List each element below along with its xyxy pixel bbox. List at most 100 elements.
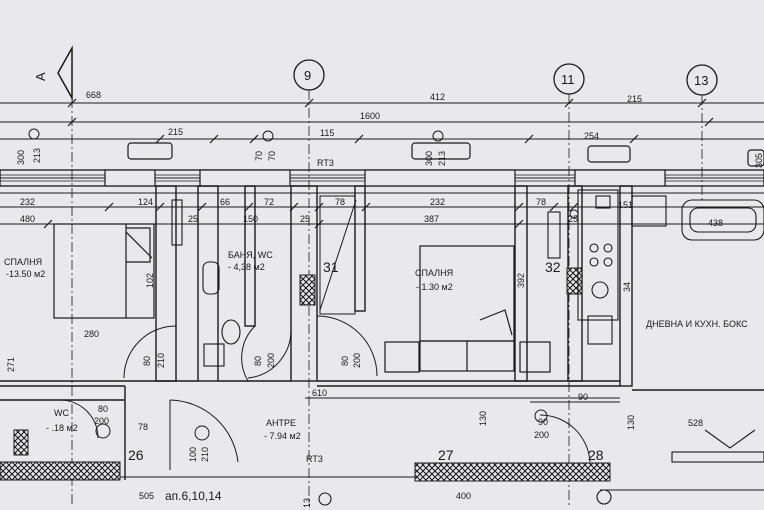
room-name-hall: АНТРЕ <box>266 418 296 428</box>
dim-80-d: 80 <box>98 404 108 414</box>
dim-392: 392 <box>516 273 526 288</box>
dim-102: 102 <box>145 273 155 288</box>
grid-axis-label: 9 <box>304 68 311 83</box>
dim-130-a: 130 <box>478 411 488 426</box>
bathroom-fixtures <box>171 199 561 367</box>
dim-78-b: 78 <box>536 197 546 207</box>
dim-80-c: 80 <box>340 356 350 366</box>
tags: RT3 RT3 <box>306 158 334 464</box>
dim-505: 505 <box>139 491 154 501</box>
room-name-bedroom-middle: СПАЛНЯ <box>415 268 453 278</box>
dim-438: 438 <box>708 218 723 228</box>
tag-rt3-top: RT3 <box>317 158 334 168</box>
dim-151: 151 <box>618 200 633 210</box>
bed-middle <box>384 245 551 373</box>
dimension-lines <box>0 102 764 478</box>
grid-axis-label: 13 <box>694 73 708 88</box>
room-name-wc: WC <box>54 408 69 418</box>
dim-70-a: 70 <box>254 151 264 161</box>
dim-528: 528 <box>688 418 703 428</box>
grid-axis-label: 11 <box>561 72 575 87</box>
room-number-26: 26 <box>128 447 144 463</box>
dim-610: 610 <box>312 388 327 398</box>
section-label: A <box>33 72 48 81</box>
dim-200-b: 200 <box>352 353 362 368</box>
wardrobe-31 <box>319 195 357 315</box>
dim-213-mid: 213 <box>437 151 447 166</box>
exterior-wall-top <box>0 169 764 187</box>
dim-387: 387 <box>424 214 439 224</box>
dim-34: 34 <box>622 282 632 292</box>
dim-232-mid: 232 <box>430 197 445 207</box>
room-number-31: 31 <box>323 259 339 275</box>
room-area-hall: - 7.94 м2 <box>264 431 301 441</box>
dim-90-a: 90 <box>578 392 588 402</box>
dim-72: 72 <box>264 197 274 207</box>
dim-115: 115 <box>320 128 334 138</box>
room-numbers: 31 32 26 27 28 13 <box>128 259 604 508</box>
dim-78-c: 78 <box>138 422 148 432</box>
dim-300-mid: 300 <box>424 151 434 166</box>
room-number-27: 27 <box>438 447 454 463</box>
dim-100: 100 <box>188 447 198 462</box>
dim-400: 400 <box>456 491 471 501</box>
dim-200-d: 200 <box>94 416 109 426</box>
room-name-living: ДНЕВНА И КУХН. БОКС <box>646 319 748 329</box>
section-marker-a: A <box>33 45 73 101</box>
bed-left <box>53 223 155 319</box>
dim-668: 668 <box>86 90 101 100</box>
room-area-bedroom-middle: - 1.30 м2 <box>416 282 453 292</box>
dim-480: 480 <box>20 214 35 224</box>
room-area-bedroom-left: -13.50 м2 <box>6 269 45 279</box>
grid-axis-11: 11 <box>553 63 585 95</box>
dim-200-c: 200 <box>534 430 549 440</box>
dim-25-b: 25 <box>300 214 310 224</box>
room-labels: СПАЛНЯ -13.50 м2 БАНЯ, WC - 4,38 м2 СПАЛ… <box>4 250 748 441</box>
dim-215: 215 <box>168 127 183 137</box>
dim-78-a: 78 <box>335 197 345 207</box>
dim-130-b: 130 <box>626 415 636 430</box>
dim-210-b: 210 <box>200 447 210 462</box>
dim-25-a: 25 <box>188 214 198 224</box>
apartment-caption: ап.6,10,14 <box>165 489 222 503</box>
dim-232-left: 232 <box>20 197 35 207</box>
dim-215-right: 215 <box>627 94 642 104</box>
dim-200-a: 200 <box>266 353 276 368</box>
interior-walls <box>0 185 764 480</box>
dim-271: 271 <box>6 357 16 372</box>
dimension-labels: 668 412 215 1600 215 115 254 300 213 70 … <box>6 90 764 501</box>
dimension-ticks <box>43 98 714 229</box>
dim-254: 254 <box>584 131 599 141</box>
staircase-arrow <box>318 429 764 506</box>
dim-280: 280 <box>84 329 99 339</box>
dim-1600: 1600 <box>360 111 380 121</box>
radiators <box>127 142 764 167</box>
dim-300-left: 300 <box>16 150 26 165</box>
dim-90-b: 90 <box>538 417 548 427</box>
dim-124: 124 <box>138 197 153 207</box>
room-name-bathroom: БАНЯ, WC <box>228 250 273 260</box>
room-area-bathroom: - 4,38 м2 <box>228 262 265 272</box>
dim-70-b: 70 <box>267 151 277 161</box>
dim-80-a: 80 <box>142 356 152 366</box>
room-number-13: 13 <box>302 498 312 508</box>
door-swings <box>59 315 591 470</box>
room-area-wc: - .18 м2 <box>46 423 78 433</box>
dim-210-a: 210 <box>156 353 166 368</box>
dim-305: 305 <box>754 153 764 168</box>
dim-66: 66 <box>220 197 230 207</box>
hatched-walls <box>0 267 611 482</box>
room-number-32: 32 <box>545 259 561 275</box>
tag-rt3-bottom: RT3 <box>306 454 323 464</box>
grid-axis-9: 9 <box>293 59 325 91</box>
room-name-bedroom-left: СПАЛНЯ <box>4 257 42 267</box>
dim-150: 150 <box>243 214 258 224</box>
grid-axis-13: 13 <box>686 64 718 96</box>
dim-213-left: 213 <box>32 148 42 163</box>
dim-25-c: 25 <box>568 214 578 224</box>
dim-80-b: 80 <box>253 356 263 366</box>
room-number-28: 28 <box>588 447 604 463</box>
dim-412: 412 <box>430 92 445 102</box>
kitchen-block <box>577 189 764 345</box>
